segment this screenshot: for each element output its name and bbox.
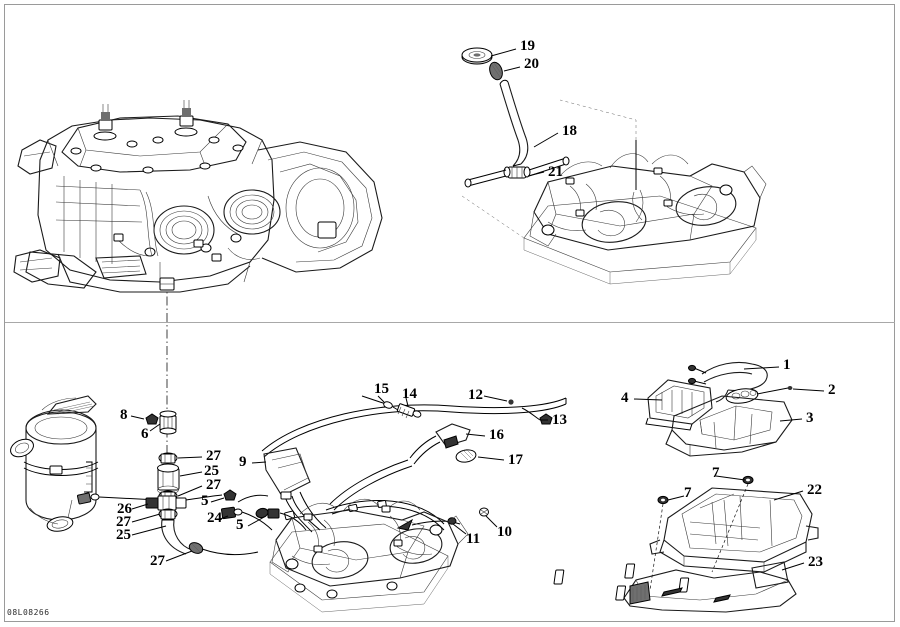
- leader-lines: [130, 48, 825, 571]
- carburetor-rack-bottom: [269, 498, 469, 613]
- part-14: [396, 403, 422, 419]
- page-frame: [4, 4, 895, 622]
- fitting-24: [220, 506, 243, 520]
- crank-bores: [153, 189, 281, 255]
- callout-12: 12: [468, 387, 483, 403]
- callout-8: 8: [120, 407, 128, 423]
- filter-25-a: [157, 463, 180, 495]
- carburetor-rack-top: [461, 99, 767, 285]
- callout-13: 13: [552, 412, 567, 428]
- callout-19: 19: [520, 38, 535, 54]
- clamp-27-a: [158, 452, 178, 464]
- engine-assembly: [13, 100, 383, 293]
- air-silencer-cover: [645, 361, 793, 457]
- callout-5-a: 5: [201, 493, 209, 509]
- cable-junction-16: [409, 423, 471, 465]
- grommet-7-a: [657, 495, 669, 505]
- callout-15: 15: [374, 381, 389, 397]
- air-cover-3: [665, 395, 793, 457]
- callout-21: 21: [548, 164, 563, 180]
- callout-7-a: 7: [684, 485, 692, 501]
- grommet-7-b: [742, 475, 754, 485]
- callout-5-b: 5: [236, 517, 244, 533]
- callout-27-c: 27: [116, 514, 131, 530]
- callout-14: 14: [402, 386, 417, 402]
- callout-25-b: 25: [116, 527, 131, 543]
- callout-20: 20: [524, 56, 539, 72]
- callout-4: 4: [621, 390, 629, 406]
- callout-17: 17: [508, 452, 523, 468]
- callout-26: 26: [117, 501, 132, 517]
- oil-line-fittings: [145, 410, 273, 556]
- filter-element-4: [645, 379, 713, 431]
- callout-1: 1: [783, 357, 791, 373]
- clamp-27-d: [188, 542, 204, 554]
- clamp-27-c: [158, 508, 178, 520]
- callout-27-b: 27: [206, 477, 221, 493]
- callout-16: 16: [489, 427, 504, 443]
- callout-23: 23: [808, 554, 823, 570]
- callout-10: 10: [497, 524, 512, 540]
- callout-25-a: 25: [204, 463, 219, 479]
- callout-24: 24: [207, 510, 222, 526]
- callout-22: 22: [807, 482, 822, 498]
- callout-9: 9: [239, 454, 247, 470]
- callout-2: 2: [828, 382, 836, 398]
- callout-3: 3: [806, 410, 814, 426]
- callout-18: 18: [562, 123, 577, 139]
- callout-27-a: 27: [206, 448, 221, 464]
- callout-6: 6: [141, 426, 149, 442]
- ecu-module: [553, 475, 819, 613]
- block-26: [145, 495, 187, 511]
- panel-divider: [5, 322, 895, 323]
- oil-pump-cable-assembly: [237, 395, 567, 533]
- callout-7-b: 7: [712, 465, 720, 481]
- oil-tank: [10, 395, 159, 532]
- oil-pump-9: [263, 447, 311, 497]
- callout-11: 11: [466, 531, 481, 547]
- bracket-23: [553, 561, 797, 613]
- drawing-number: 08L08266: [7, 608, 50, 617]
- dipstick-assembly: [461, 47, 570, 188]
- callout-27-d: 27: [150, 553, 165, 569]
